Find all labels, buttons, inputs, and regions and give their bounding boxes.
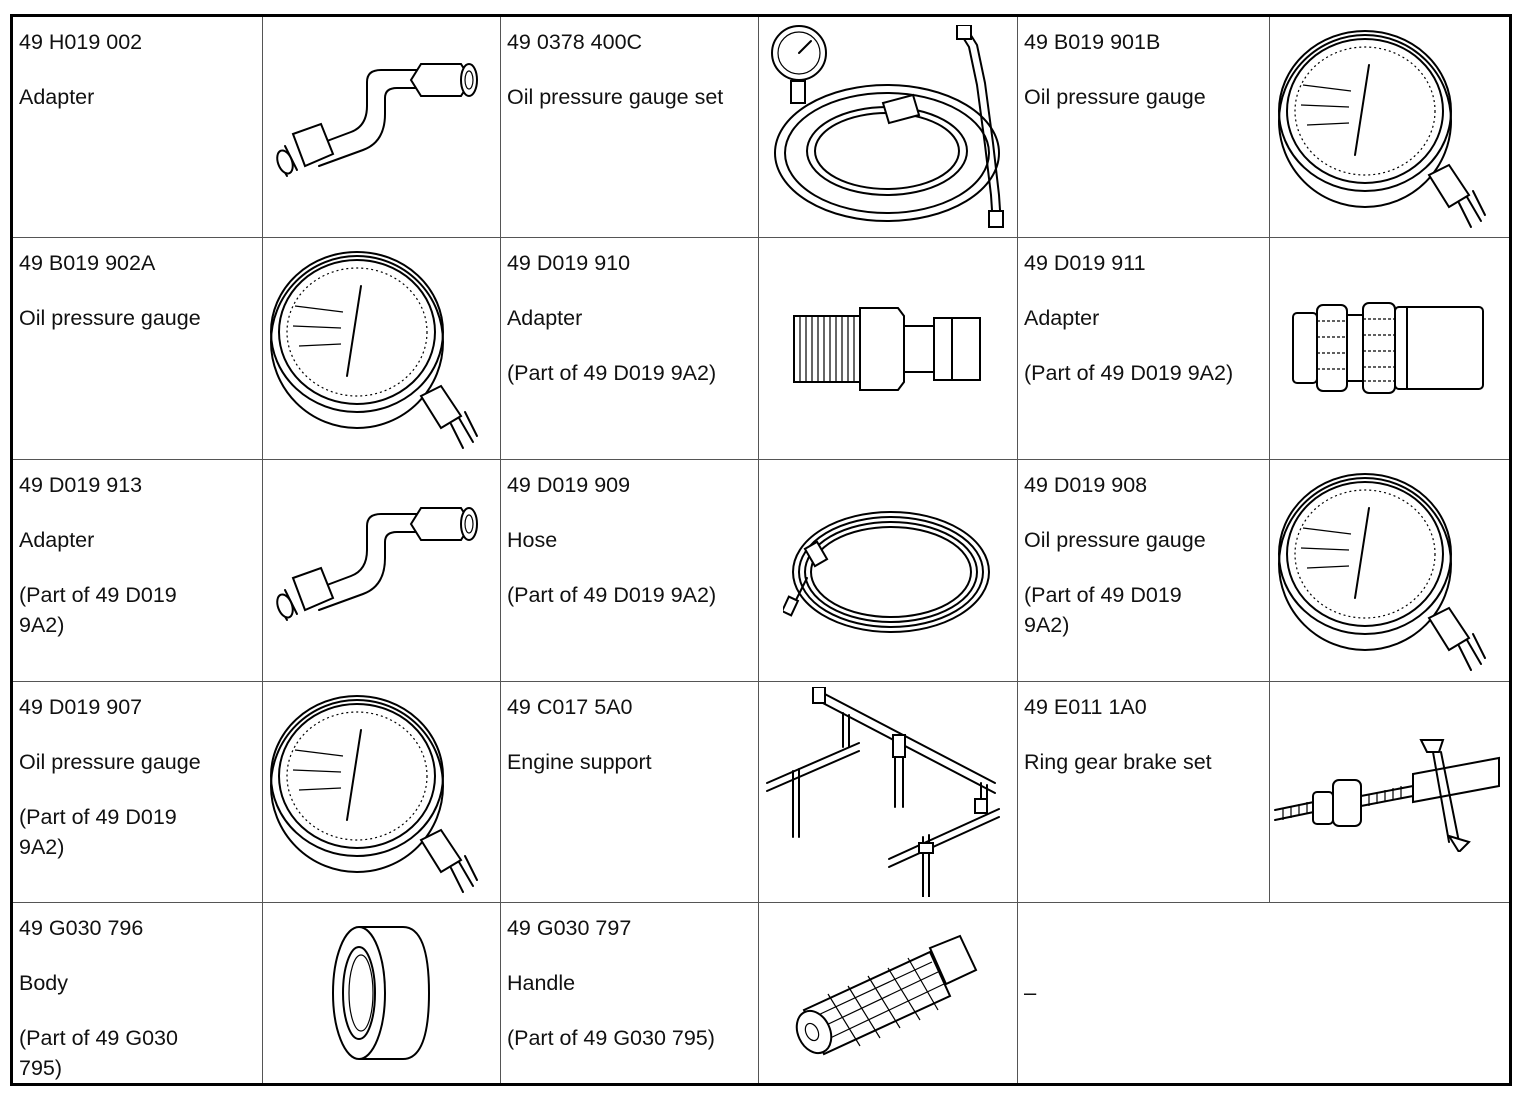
tool-note: (Part of 49 D019 9A2): [1024, 361, 1234, 385]
tool-description-cell: 49 D019 911 Adapter (Part of 49 D019 9A2…: [1017, 237, 1270, 460]
tool-name: Adapter: [1024, 306, 1100, 330]
tool-illustration-cell: [758, 237, 1018, 460]
elbow-adapter-icon: [276, 506, 479, 621]
tool-illustration-cell: [1268, 459, 1511, 682]
tool-note: (Part of 49 G030 795): [19, 1026, 178, 1080]
special-tool-table: 49 H019 002 Adapter 49 0378 400C Oil pre…: [10, 14, 1512, 1086]
tool-description-cell: 49 D019 908 Oil pressure gauge (Part of …: [1017, 459, 1270, 682]
tool-name: Oil pressure gauge: [19, 306, 201, 330]
tool-note: (Part of 49 D019 9A2): [19, 583, 177, 637]
tool-name: Adapter: [506, 306, 583, 330]
table-row: 49 B019 902A Oil pressure gauge 49 D019 …: [11, 237, 1511, 460]
empty-cell: –: [1017, 902, 1511, 1085]
tool-illustration-cell: [261, 902, 501, 1085]
ring-body-icon: [332, 926, 431, 1060]
tool-note: (Part of 49 D019 9A2): [1024, 583, 1182, 637]
tool-illustration-cell: [261, 15, 501, 238]
tool-illustration-cell: [1268, 681, 1511, 903]
tool-name: Oil pressure gauge: [1024, 528, 1206, 552]
tool-illustration-cell: [758, 902, 1018, 1085]
tool-description-cell: 49 G030 796 Body (Part of 49 G030 795): [11, 902, 263, 1085]
tool-name: Hose: [506, 528, 558, 552]
oil-pressure-gauge-icon: [1278, 473, 1487, 671]
tool-name: Adapter: [19, 528, 95, 552]
table-row: 49 D019 907 Oil pressure gauge (Part of …: [11, 681, 1511, 903]
part-number: 49 D019 907: [19, 695, 143, 719]
tool-illustration-cell: [758, 15, 1018, 238]
tool-illustration-cell: [1268, 15, 1511, 238]
part-number: 49 B019 902A: [19, 251, 156, 275]
tool-description-cell: 49 C017 5A0 Engine support: [499, 681, 760, 903]
engine-support-icon: [766, 687, 1001, 897]
quick-coupler-plug-icon: [793, 306, 982, 391]
tool-note: (Part of 49 D019 9A2): [506, 361, 717, 385]
tool-illustration-cell: [261, 459, 501, 682]
part-number: 49 C017 5A0: [506, 695, 633, 719]
part-number: 49 D019 910: [506, 251, 631, 275]
part-number: 49 H019 002: [19, 30, 143, 54]
ring-gear-brake-icon: [1274, 739, 1501, 852]
oil-pressure-gauge-icon: [1278, 29, 1487, 228]
knurled-handle-icon: [796, 934, 978, 1056]
table-row: 49 G030 796 Body (Part of 49 G030 795) 4…: [11, 902, 1511, 1085]
coiled-hose-icon: [783, 510, 991, 633]
elbow-adapter-icon: [276, 63, 479, 177]
oil-pressure-gauge-icon: [270, 694, 479, 893]
part-number: 49 0378 400C: [506, 30, 643, 54]
gauge-set-hose-icon: [771, 24, 1005, 228]
tool-description-cell: 49 D019 909 Hose (Part of 49 D019 9A2): [499, 459, 760, 682]
tool-name: Handle: [506, 971, 576, 995]
part-number: 49 G030 797: [506, 916, 632, 940]
tool-description-cell: 49 D019 910 Adapter (Part of 49 D019 9A2…: [499, 237, 760, 460]
tool-description-cell: 49 D019 907 Oil pressure gauge (Part of …: [11, 681, 263, 903]
tool-description-cell: 49 G030 797 Handle (Part of 49 G030 795): [499, 902, 760, 1085]
tool-description-cell: 49 B019 901B Oil pressure gauge: [1017, 15, 1270, 238]
part-number: 49 D019 909: [506, 473, 631, 497]
oil-pressure-gauge-icon: [270, 251, 479, 449]
quick-coupler-socket-icon: [1292, 302, 1485, 394]
tool-illustration-cell: [261, 237, 501, 460]
part-number: 49 D019 913: [19, 473, 143, 497]
tool-name: Oil pressure gauge: [19, 750, 201, 774]
tool-description-cell: 49 E011 1A0 Ring gear brake set: [1017, 681, 1270, 903]
tool-note: (Part of 49 D019 9A2): [506, 583, 717, 607]
part-number: 49 D019 908: [1024, 473, 1148, 497]
tool-illustration-cell: [1268, 237, 1511, 460]
tool-description-cell: 49 H019 002 Adapter: [11, 15, 263, 238]
table-row: 49 H019 002 Adapter 49 0378 400C Oil pre…: [11, 15, 1511, 238]
table-row: 49 D019 913 Adapter (Part of 49 D019 9A2…: [11, 459, 1511, 682]
tool-illustration-cell: [758, 459, 1018, 682]
tool-description-cell: 49 B019 902A Oil pressure gauge: [11, 237, 263, 460]
tool-name: Ring gear brake set: [1024, 750, 1212, 774]
tool-illustration-cell: [261, 681, 501, 903]
tool-name: Body: [19, 971, 69, 995]
empty-dash: –: [1024, 980, 1037, 1005]
part-number: 49 E011 1A0: [1024, 695, 1147, 719]
part-number: 49 D019 911: [1024, 251, 1146, 275]
part-number: 49 B019 901B: [1024, 30, 1161, 54]
tool-name: Oil pressure gauge: [1024, 85, 1206, 109]
tool-illustration-cell: [758, 681, 1018, 903]
tool-name: Engine support: [506, 750, 652, 774]
tool-name: Adapter: [19, 85, 95, 109]
tool-note: (Part of 49 G030 795): [506, 1026, 715, 1050]
tool-name: Oil pressure gauge set: [506, 85, 724, 109]
tool-description-cell: 49 D019 913 Adapter (Part of 49 D019 9A2…: [11, 459, 263, 682]
tool-note: (Part of 49 D019 9A2): [19, 805, 177, 859]
part-number: 49 G030 796: [19, 916, 144, 940]
tool-description-cell: 49 0378 400C Oil pressure gauge set: [499, 15, 760, 238]
